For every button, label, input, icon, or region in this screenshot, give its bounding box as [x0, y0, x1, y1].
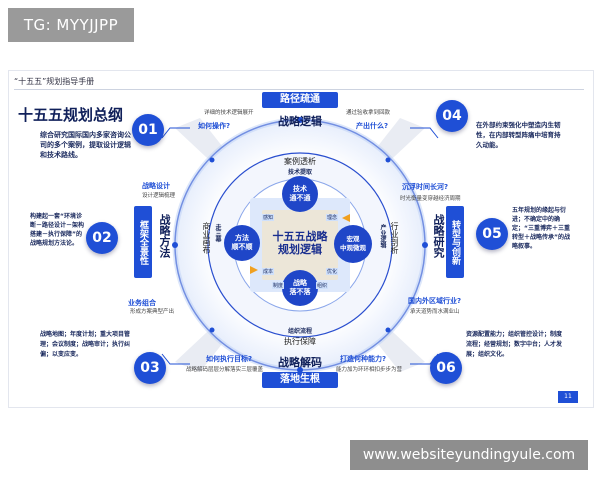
- node-technology: 技术 通不通: [282, 176, 318, 212]
- tag-optimize: 优化: [326, 268, 339, 275]
- sink-question: 沉浮时间长河?: [402, 183, 449, 191]
- node-landing: 战略 落不落: [282, 270, 318, 306]
- tag-system: 制度: [272, 282, 285, 289]
- ring-top-label: 案例透析: [284, 157, 316, 166]
- ring-left-sub: 走三幕: [214, 224, 221, 242]
- manual-header: “十五五”规划指导手册: [14, 77, 95, 86]
- page-number: 11: [558, 391, 578, 403]
- item-06-text: 资源配置能力；组织管控设计；制度流程；经营规划；数字中台；人才发展；组织文化。: [466, 331, 563, 358]
- connector-01: [161, 127, 190, 139]
- badge-04: 04: [436, 100, 468, 132]
- connector-04: [410, 127, 439, 139]
- exec-question: 如何执行目标?: [206, 355, 253, 363]
- left-box: 框架全景性: [134, 206, 152, 278]
- right-vertical-heading: 战略研究: [432, 214, 445, 258]
- top-pill: 路径疏通: [262, 92, 338, 108]
- badge-02: 02: [86, 222, 118, 254]
- item-05-text: 五年规划的缘起与衍进；不确定中的确定；“三重博弈＋三重转型＋战略传承”的战略叙事…: [512, 207, 570, 250]
- ability-note: 能力加为环环相扣步步为营: [336, 367, 403, 373]
- ring-bottom-sub: 组织流程: [287, 328, 312, 335]
- page-title: 十五五规划总纲: [18, 106, 124, 124]
- tag-concept: 理念: [326, 214, 339, 221]
- item-01-text: 综合研究国际国内多家咨询公司的多个案例，提取设计逻辑和技术路线。: [40, 131, 131, 159]
- item-02-text: 构建起一套“环境诊断－路径设计－架构搭建－执行保障”的战略规划方法论。: [30, 213, 85, 247]
- tag-organization: 组织: [316, 282, 329, 289]
- ring-right-label: 行业剖析: [390, 222, 399, 254]
- ring-right-sub: 产业逻辑: [379, 224, 386, 248]
- item-04-text: 在外部约束强化中塑造内生韧性，在内部转型阵痛中培育持久动能。: [476, 121, 561, 149]
- watermark-label: TG: MYYJJPP: [8, 8, 134, 42]
- left-vertical-heading: 战略方法: [158, 214, 171, 258]
- ring-top-sub: 技术提取: [287, 169, 312, 176]
- badge-06: 06: [430, 352, 462, 384]
- ring-bottom-label: 执行保障: [284, 337, 316, 346]
- design-label: 战略设计: [142, 182, 170, 190]
- region-question: 国内外区域行业?: [408, 297, 462, 305]
- region-note: 承天道势而水满业山: [410, 309, 460, 315]
- center-title: 十五五战略 规划逻辑: [272, 230, 328, 256]
- ring-left-label: 商业画布: [202, 222, 211, 254]
- bottom-pill: 落地生根: [262, 372, 338, 388]
- badge-03: 03: [134, 352, 166, 384]
- node-method: 方法 顺不顺: [224, 225, 260, 261]
- badge-01: 01: [132, 114, 164, 146]
- item-03-text: 战略地图；年度计划；重大项目管理；会议制度；战略审计；执行纠偏；以变应变。: [40, 331, 131, 358]
- header-divider: [14, 89, 584, 90]
- combo-label: 业务组合: [128, 299, 156, 307]
- badge-05: 05: [476, 218, 508, 250]
- node-macro: 宏观 中观微观: [334, 225, 372, 263]
- exec-note: 战略解码层层分解落实三层覆盖: [186, 367, 264, 373]
- site-banner: www.websiteyundingyule.com: [350, 440, 588, 470]
- tag-perception: 感知: [262, 214, 275, 221]
- what-out-note: 通过验收拿到回款: [346, 110, 391, 116]
- sink-note: 时光衡量变穿越经济周期: [400, 196, 461, 202]
- combo-note: 形成方案典型产出: [130, 309, 175, 315]
- what-out-question: 产出什么?: [356, 122, 389, 130]
- tag-cost: 成本: [262, 268, 275, 275]
- how-op-question: 如何操作?: [198, 122, 231, 130]
- how-op-note: 详细的技术逻辑展开: [204, 110, 254, 116]
- right-box: 转型与创新: [446, 206, 464, 278]
- design-note: 设计逻辑梳理: [142, 193, 176, 199]
- connector-03: [161, 353, 190, 365]
- top-heading: 战略逻辑: [278, 115, 322, 128]
- bottom-heading: 战略解码: [278, 356, 322, 369]
- ability-question: 打造何种能力?: [340, 355, 387, 363]
